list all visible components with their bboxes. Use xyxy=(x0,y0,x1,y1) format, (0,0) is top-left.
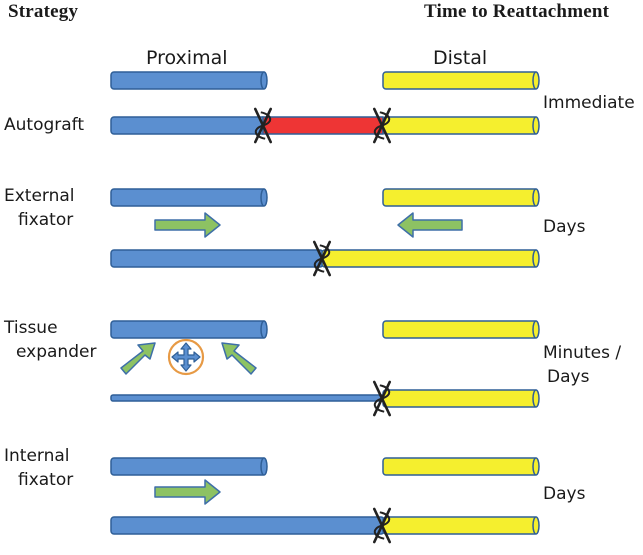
distal-bone xyxy=(382,457,539,476)
strategy-label-tissue-expander: Tissue expander xyxy=(4,316,96,364)
time-label-internal-fixator: Days xyxy=(543,482,585,506)
bone-end-cap xyxy=(260,188,268,207)
time-label-autograft: Immediate xyxy=(543,91,635,115)
arrow-up-right-icon xyxy=(120,342,156,375)
row-autograft xyxy=(110,71,540,144)
strategy-label-autograft: Autograft xyxy=(4,113,84,137)
bone-end-cap xyxy=(532,457,540,476)
distal-bone xyxy=(321,249,539,268)
strategy-label-line: Tissue xyxy=(4,318,58,338)
arrow-left-icon xyxy=(397,212,463,238)
proximal-bone xyxy=(110,320,267,339)
time-label-tissue-expander: Minutes / Days xyxy=(543,341,621,389)
strategy-label-line: fixator xyxy=(18,470,74,490)
proximal-bone xyxy=(110,71,267,90)
bone-end-cap xyxy=(532,71,540,90)
strategy-label-external-fixator: External fixator xyxy=(4,184,75,232)
bone-end-cap xyxy=(532,516,540,535)
row-tissue-expander xyxy=(110,320,540,417)
time-label-line: Immediate xyxy=(543,93,635,113)
strategy-label-line: External xyxy=(4,186,75,206)
bone-end-cap xyxy=(532,389,540,408)
proximal-column-label: Proximal xyxy=(146,47,228,69)
strategy-label-line: Internal xyxy=(4,446,70,466)
strategy-label-line: Autograft xyxy=(4,115,85,135)
row-external-fixator xyxy=(110,188,540,277)
row-internal-fixator xyxy=(110,457,540,544)
distal-bone xyxy=(382,71,539,90)
distal-bone xyxy=(382,516,539,535)
graft-segment xyxy=(262,116,384,135)
distal-column-label: Distal xyxy=(433,47,488,69)
proximal-bone xyxy=(110,394,385,402)
time-to-reattachment-header: Time to Reattachment xyxy=(424,1,610,22)
time-label-line: Days xyxy=(547,367,590,387)
distal-bone xyxy=(382,389,539,408)
time-label-external-fixator: Days xyxy=(543,215,585,239)
strategy-label-internal-fixator: Internal fixator xyxy=(4,444,73,492)
bone-end-cap xyxy=(260,320,268,339)
distal-bone xyxy=(382,320,539,339)
bone-end-cap xyxy=(532,249,540,268)
arrow-right-icon xyxy=(154,212,221,238)
proximal-bone xyxy=(110,188,267,207)
distal-bone xyxy=(382,116,539,135)
arrow-up-left-icon xyxy=(221,342,257,375)
proximal-bone xyxy=(110,116,267,135)
proximal-bone xyxy=(110,457,267,476)
bone-end-cap xyxy=(532,188,540,207)
bone-end-cap xyxy=(260,457,268,476)
time-label-line: Days xyxy=(543,217,586,237)
arrow-right-icon xyxy=(154,479,221,505)
distal-bone xyxy=(382,188,539,207)
time-label-line: Minutes / xyxy=(543,343,622,363)
bone-end-cap xyxy=(532,116,540,135)
time-label-line: Days xyxy=(543,484,586,504)
tissue-expander-icon xyxy=(167,338,205,376)
bone-end-cap xyxy=(260,71,268,90)
strategy-label-line: expander xyxy=(16,342,97,362)
proximal-bone xyxy=(110,516,385,535)
strategy-header: Strategy xyxy=(8,1,79,22)
bone-end-cap xyxy=(532,320,540,339)
strategy-label-line: fixator xyxy=(18,210,74,230)
proximal-bone xyxy=(110,249,324,268)
